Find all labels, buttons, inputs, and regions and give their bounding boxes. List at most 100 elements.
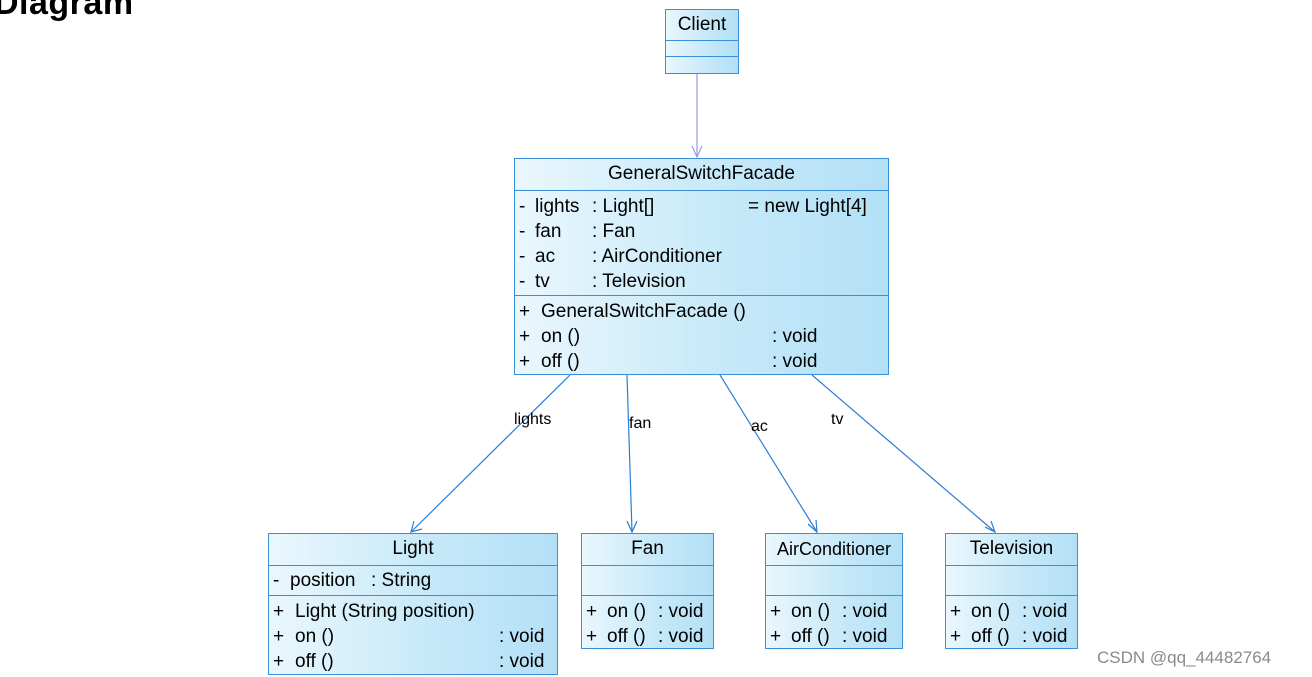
- class-client[interactable]: Client: [665, 9, 739, 74]
- operation-row: + on () : void: [519, 324, 888, 349]
- facade-to-tv-arrowhead: [984, 520, 997, 534]
- class-name: GeneralSwitchFacade: [515, 159, 888, 191]
- visibility-marker: -: [519, 196, 526, 217]
- attribute-row: - tv : Television: [519, 269, 888, 294]
- operation-name: off (): [541, 351, 580, 372]
- visibility-marker: -: [519, 271, 526, 292]
- visibility-marker: +: [950, 626, 962, 647]
- operations-section: + Light (String position) + on () : void…: [269, 596, 557, 674]
- operation-name: off (): [607, 626, 646, 647]
- operation-row: + off () : void: [586, 624, 713, 649]
- operation-name: on (): [791, 601, 831, 622]
- visibility-marker: -: [519, 246, 526, 267]
- operation-row: + off () : void: [770, 624, 902, 649]
- attributes-section: - position : String: [269, 566, 557, 596]
- visibility-marker: +: [950, 601, 962, 622]
- class-television[interactable]: Television + on () : void + off () : voi…: [945, 533, 1078, 649]
- attribute-type: : Fan: [592, 221, 636, 242]
- class-air-conditioner[interactable]: AirConditioner + on () : void + off () :…: [765, 533, 903, 649]
- attribute-name: tv: [535, 271, 550, 292]
- visibility-marker: +: [770, 601, 782, 622]
- attribute-row: - fan : Fan: [519, 219, 888, 244]
- edge-label-fan: fan: [629, 415, 652, 432]
- operations-section: + GeneralSwitchFacade () + on () : void …: [515, 296, 888, 374]
- operation-name: off (): [791, 626, 830, 647]
- operation-name: on (): [607, 601, 647, 622]
- class-fan[interactable]: Fan + on () : void + off () : void: [581, 533, 714, 649]
- edge-label-lights: lights: [514, 411, 552, 428]
- attributes-section: [666, 41, 738, 57]
- operation-return-type: : void: [772, 351, 818, 372]
- visibility-marker: +: [586, 626, 598, 647]
- client-to-facade-arrowhead: [691, 145, 703, 159]
- class-name: Client: [666, 10, 738, 41]
- facade-to-ac-arrowhead: [807, 519, 818, 534]
- attribute-name: ac: [535, 246, 556, 267]
- edge-label-tv: tv: [831, 411, 844, 428]
- attribute-type: : Television: [592, 271, 686, 292]
- class-light[interactable]: Light - position : String + Light (Strin…: [268, 533, 558, 675]
- operation-row: + on () : void: [586, 599, 713, 624]
- operation-row: + off () : void: [273, 649, 557, 674]
- operation-return-type: : void: [499, 626, 545, 647]
- facade-to-ac-edge: [719, 374, 818, 533]
- attribute-row: - ac : AirConditioner: [519, 244, 888, 269]
- visibility-marker: +: [273, 601, 285, 622]
- visibility-marker: +: [770, 626, 782, 647]
- operation-return-type: : void: [1022, 626, 1068, 647]
- attribute-type: : Light[]: [592, 196, 655, 217]
- visibility-marker: +: [586, 601, 598, 622]
- class-general-switch-facade[interactable]: GeneralSwitchFacade - lights : Light[] =…: [514, 158, 889, 375]
- visibility-marker: +: [273, 626, 285, 647]
- operation-return-type: : void: [658, 601, 704, 622]
- attribute-row: - lights : Light[] = new Light[4]: [519, 194, 888, 219]
- attribute-name: lights: [535, 196, 580, 217]
- attribute-type: : String: [371, 570, 432, 591]
- operations-section: + on () : void + off () : void: [946, 596, 1077, 648]
- operation-row: + Light (String position): [273, 599, 557, 624]
- class-name: AirConditioner: [766, 534, 902, 566]
- attribute-name: position: [290, 570, 356, 591]
- class-name: Fan: [582, 534, 713, 566]
- visibility-marker: +: [519, 351, 531, 372]
- operation-return-type: : void: [1022, 601, 1068, 622]
- operation-name: Light (String position): [295, 601, 475, 622]
- operation-row: + GeneralSwitchFacade (): [519, 299, 888, 324]
- operation-name: off (): [971, 626, 1010, 647]
- attribute-type: : AirConditioner: [592, 246, 722, 267]
- operation-row: + on () : void: [770, 599, 902, 624]
- operation-name: on (): [541, 326, 581, 347]
- operation-name: off (): [295, 651, 334, 672]
- operations-section: [666, 57, 738, 73]
- operation-return-type: : void: [658, 626, 704, 647]
- operation-return-type: : void: [842, 601, 888, 622]
- facade-to-fan-arrowhead: [626, 520, 638, 534]
- visibility-marker: -: [273, 570, 280, 591]
- operations-section: + on () : void + off () : void: [582, 596, 713, 648]
- visibility-marker: +: [519, 301, 531, 322]
- facade-to-fan-edge: [626, 374, 633, 533]
- attribute-row: - position : String: [273, 568, 557, 593]
- operation-row: + off () : void: [519, 349, 888, 374]
- visibility-marker: +: [273, 651, 285, 672]
- page-title: Diagram: [0, 0, 134, 22]
- visibility-marker: +: [519, 326, 531, 347]
- operation-return-type: : void: [842, 626, 888, 647]
- attributes-section: [582, 566, 713, 596]
- facade-to-tv-edge: [811, 374, 996, 533]
- operation-row: + on () : void: [273, 624, 557, 649]
- attribute-name: fan: [535, 221, 562, 242]
- attributes-section: [946, 566, 1077, 596]
- visibility-marker: -: [519, 221, 526, 242]
- operation-name: GeneralSwitchFacade (): [541, 301, 746, 322]
- operation-row: + off () : void: [950, 624, 1077, 649]
- facade-to-light-arrowhead: [410, 520, 423, 533]
- attributes-section: [766, 566, 902, 596]
- attribute-initial-value: = new Light[4]: [748, 196, 867, 217]
- class-name: Light: [269, 534, 557, 566]
- operation-return-type: : void: [772, 326, 818, 347]
- operation-name: on (): [295, 626, 335, 647]
- operation-row: + on () : void: [950, 599, 1077, 624]
- class-name: Television: [946, 534, 1077, 566]
